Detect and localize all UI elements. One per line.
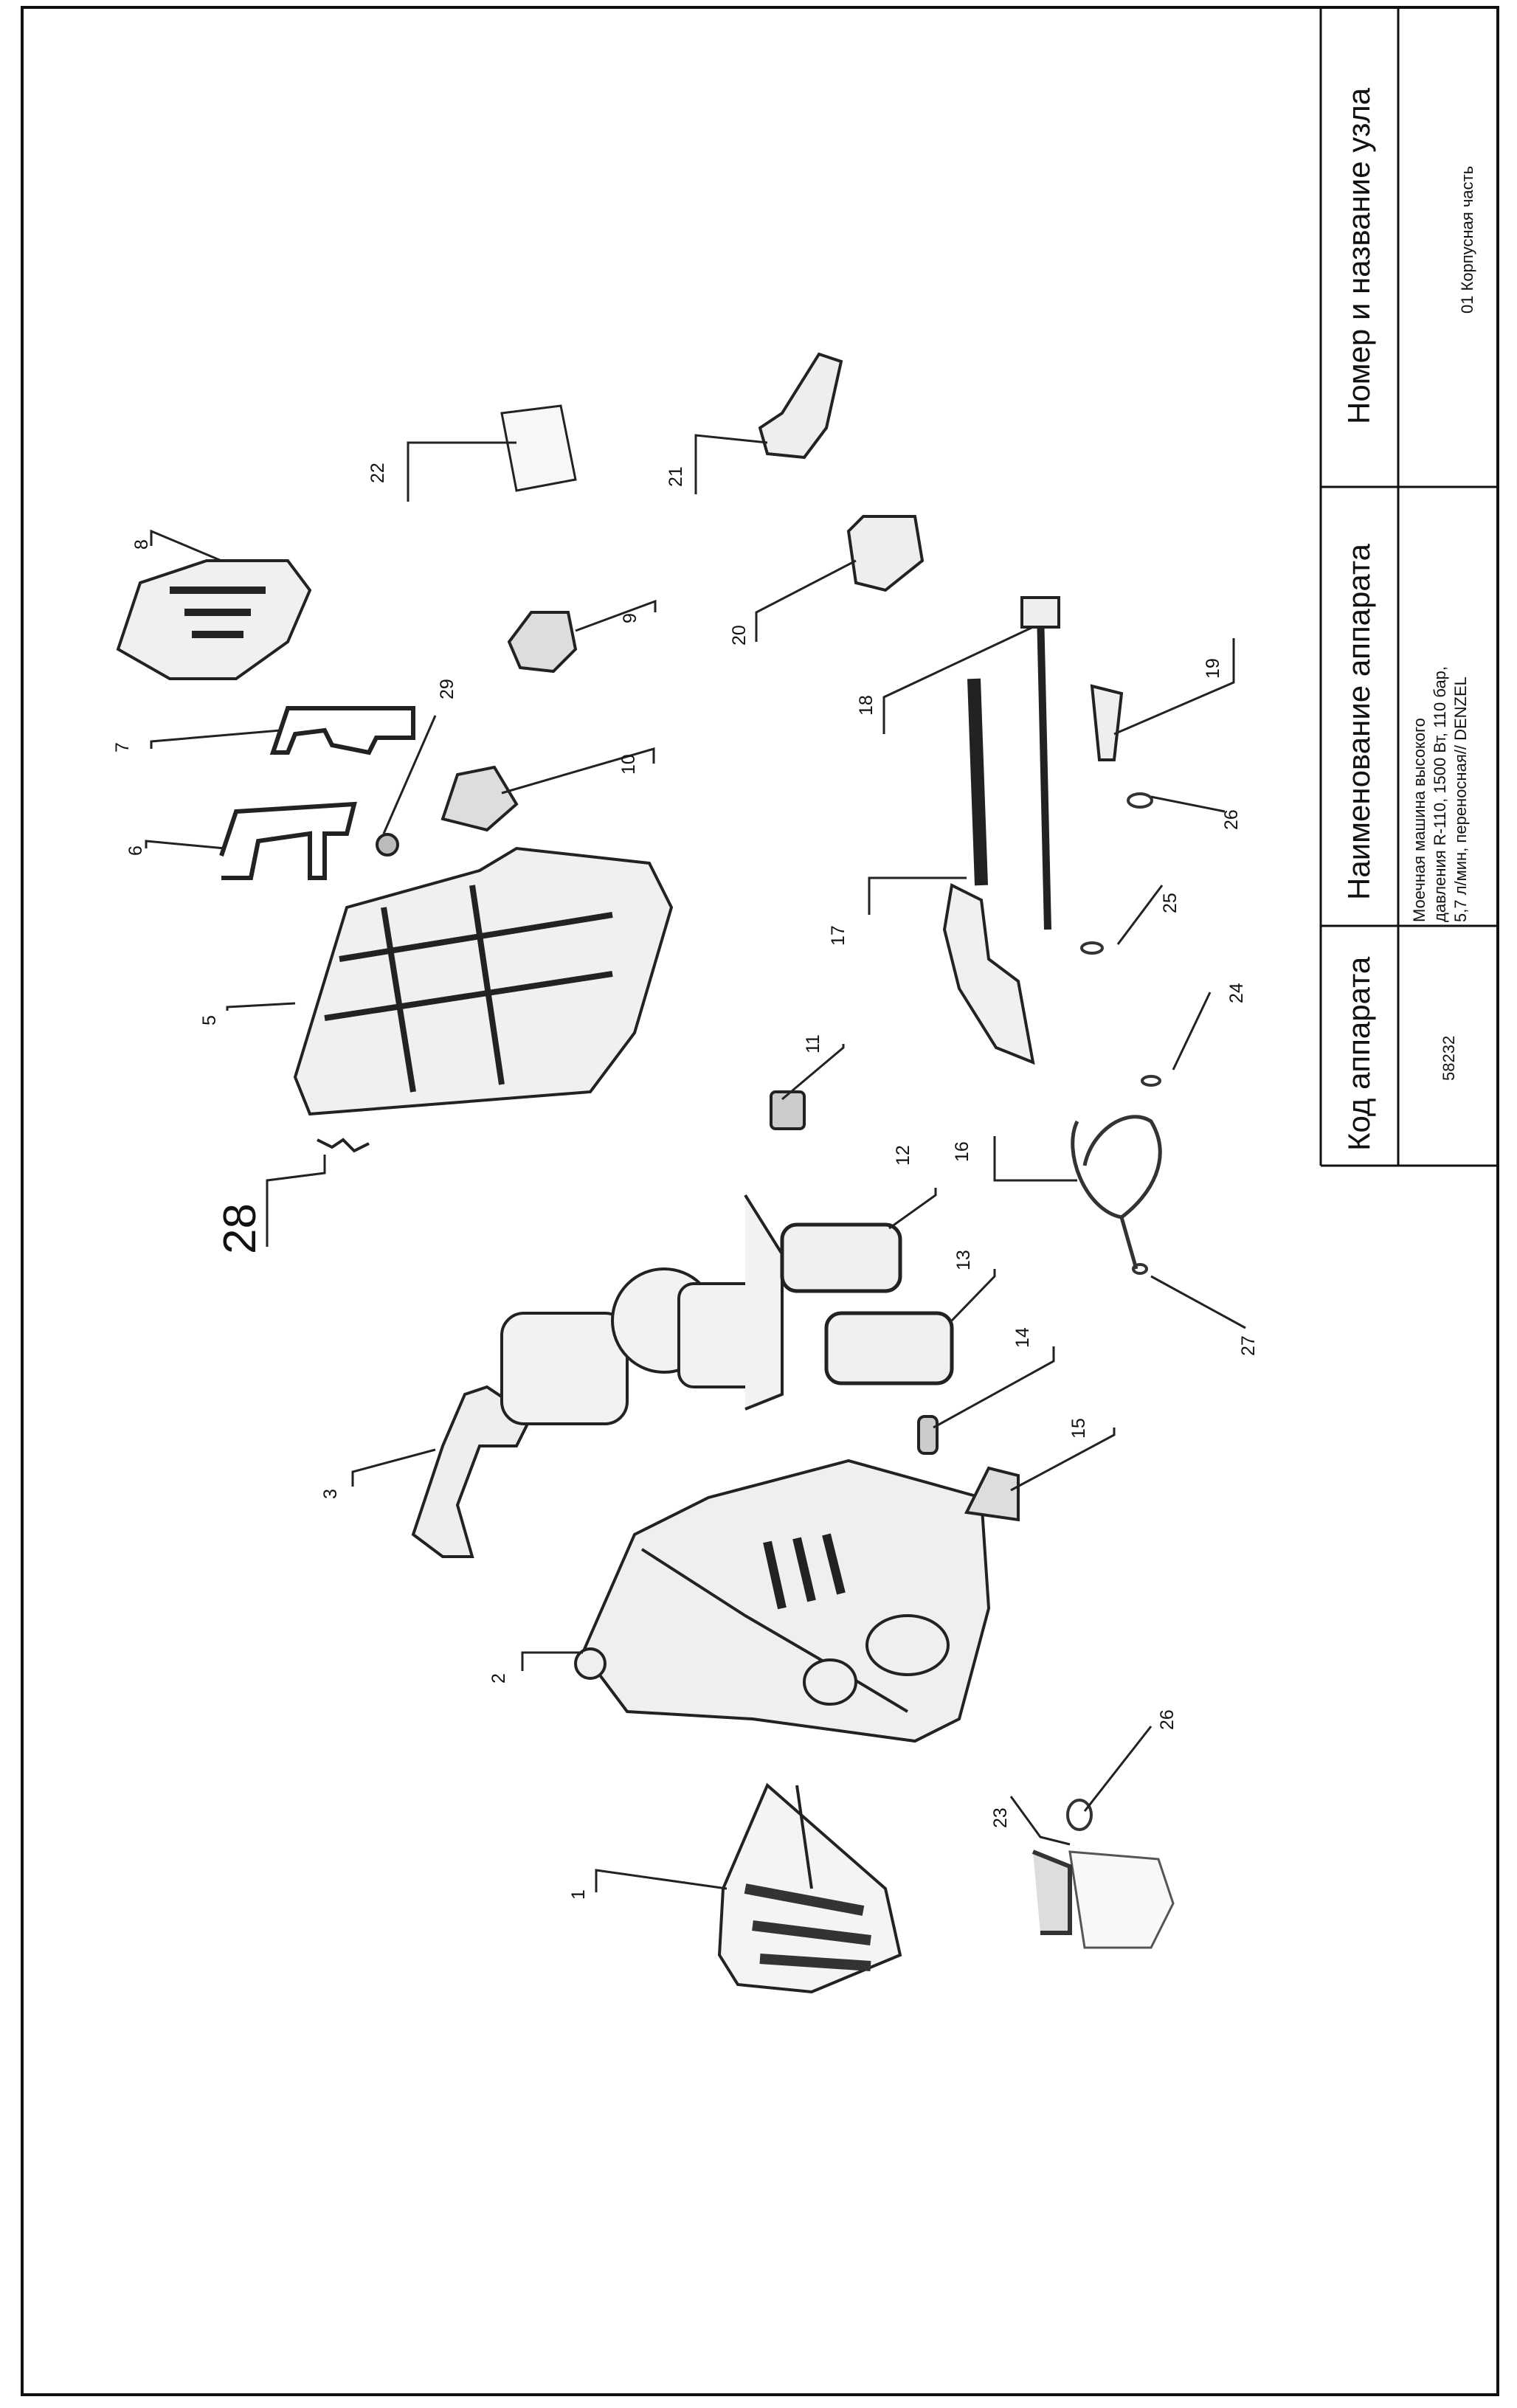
part-22-filter [500,404,577,492]
part-21-adapter [758,352,843,460]
name-column-header: Наименование аппарата [1341,544,1376,900]
part-19-nozzle [1090,684,1124,761]
callout-26-lower: 26 [1157,1709,1178,1730]
part-9-knob [507,611,578,674]
node-value: 01 Корпусная часть [1458,165,1476,314]
callout-25: 25 [1160,893,1181,913]
callout-13: 13 [953,1250,974,1270]
callout-11: 11 [803,1034,823,1054]
part-15-clip [964,1466,1020,1522]
callout-5: 5 [199,1015,220,1025]
callout-1: 1 [568,1889,589,1900]
callout-24: 24 [1226,983,1247,1003]
part-13-cover [824,1311,954,1385]
callout-16: 16 [952,1141,972,1162]
node-column-header: Номер и название узла [1341,88,1376,424]
callout-6: 6 [125,845,146,856]
part-17-gun [942,678,1035,1065]
sheet-border [21,6,1499,2396]
part-6-bracket [219,801,357,880]
part-8-top-cover [116,559,312,680]
callout-29: 29 [437,679,457,699]
motor-pump-assembly [500,1194,784,1425]
callout-12: 12 [893,1145,913,1166]
callout-2: 2 [488,1673,509,1684]
callout-20: 20 [729,625,750,646]
part-18-lance [1020,596,1060,930]
callout-28: 28 [215,1203,266,1254]
callout-21: 21 [666,466,686,487]
part-7-bracket [269,706,415,755]
callout-10: 10 [618,754,639,775]
callout-23: 23 [990,1807,1011,1828]
name-value-line-1: Моечная машина высокого [1410,718,1428,922]
callout-26-upper: 26 [1221,809,1242,830]
callout-9: 9 [620,613,640,623]
part-2-housing [574,1459,991,1743]
callout-19: 19 [1203,658,1223,679]
part-1-cover [717,1782,902,1994]
part-10-knob [440,765,519,832]
part-16-hose [1071,1115,1162,1270]
callout-3: 3 [320,1489,341,1499]
callout-22: 22 [367,463,388,483]
callout-18: 18 [856,695,877,716]
part-28-clip [317,1138,370,1153]
callout-15: 15 [1068,1418,1089,1439]
part-23-foam-bottle [1032,1850,1175,1949]
part-29-piece [376,833,399,857]
callout-27: 27 [1238,1335,1259,1356]
callout-8: 8 [131,539,152,550]
callout-17: 17 [828,925,849,946]
part-12-cover [780,1222,902,1293]
code-column-header: Код аппарата [1341,956,1376,1151]
part-20-adapter [846,515,925,592]
part-11-switch [770,1090,806,1130]
callout-14: 14 [1012,1327,1033,1348]
code-value: 58232 [1440,1035,1458,1081]
part-14-plug [917,1415,939,1455]
leader-lines [145,434,1246,1892]
name-value-line-3: 5,7 л/мин, переносная// DENZEL [1451,677,1470,922]
callout-7: 7 [112,742,133,752]
o-rings [1066,792,1161,1831]
title-block-grid [1319,6,1499,1167]
part-3-handle [411,1385,533,1558]
name-value-line-2: давления R-110, 1500 Вт, 110 бар, [1431,665,1449,922]
part-5-rear-panel [293,846,674,1116]
